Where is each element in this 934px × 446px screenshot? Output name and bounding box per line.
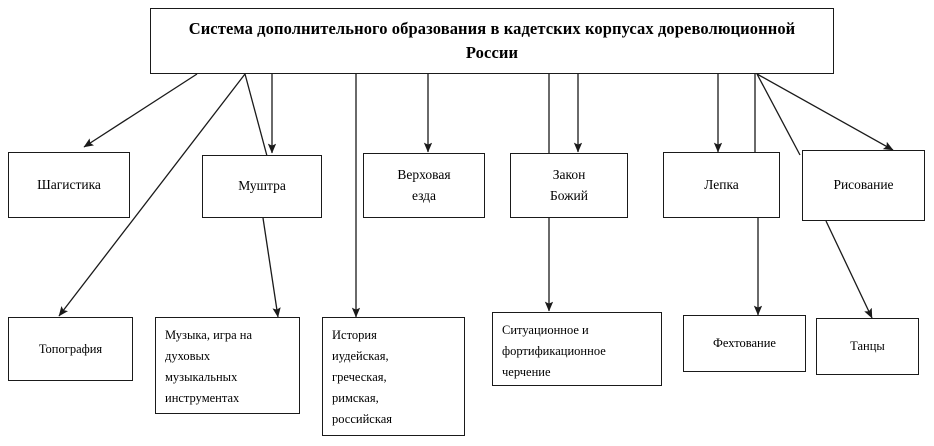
node-zakon-bozhiy: Закон Божий	[510, 153, 628, 218]
node-fekhtovanie-label: Фехтование	[713, 336, 776, 350]
title-box-label: Система дополнительного образования в ка…	[188, 19, 796, 62]
node-topografiya: Топография	[8, 317, 133, 381]
node-tancy: Танцы	[816, 318, 919, 375]
node-fekhtovanie: Фехтование	[683, 315, 806, 372]
edge-title-to-shagistika	[83, 73, 198, 148]
title-box: Система дополнительного образования в ка…	[150, 8, 834, 74]
node-istoriya: История иудейская, греческая, римская, р…	[322, 317, 465, 436]
edge-title-to-risovanie	[756, 73, 894, 151]
node-muzyka-label: Музыка, игра на духовых музыкальных инст…	[165, 328, 253, 405]
node-cherchenie-label: Ситуационное и фортификационное черчение	[502, 323, 606, 379]
node-verkhovaya-ezda: Верховая езда	[363, 153, 485, 218]
node-tancy-label: Танцы	[850, 339, 885, 353]
node-mushtra: Муштра	[202, 155, 322, 218]
node-zakon-bozhiy-label: Закон Божий	[550, 166, 588, 203]
node-lepka: Лепка	[663, 152, 780, 218]
node-istoriya-label: История иудейская, греческая, римская, р…	[332, 328, 393, 426]
node-lepka-label: Лепка	[704, 176, 739, 192]
node-muzyka: Музыка, игра на духовых музыкальных инст…	[155, 317, 300, 414]
node-risovanie-label: Рисование	[833, 177, 894, 193]
edge-title-to-risovanie-inner	[756, 73, 801, 156]
node-topografiya-label: Топография	[38, 341, 103, 356]
node-verkhovaya-ezda-label: Верховая езда	[397, 166, 451, 203]
edge-risovanie-to-tancy	[825, 220, 873, 319]
node-risovanie: Рисование	[802, 150, 925, 221]
node-shagistika: Шагистика	[8, 152, 130, 218]
edge-mushtra-to-muzyka	[262, 217, 281, 318]
node-shagistika-label: Шагистика	[37, 176, 101, 192]
edge-title-to-mushtra	[244, 73, 268, 157]
node-mushtra-label: Муштра	[238, 178, 286, 194]
node-cherchenie: Ситуационное и фортификационное черчение	[492, 312, 662, 386]
